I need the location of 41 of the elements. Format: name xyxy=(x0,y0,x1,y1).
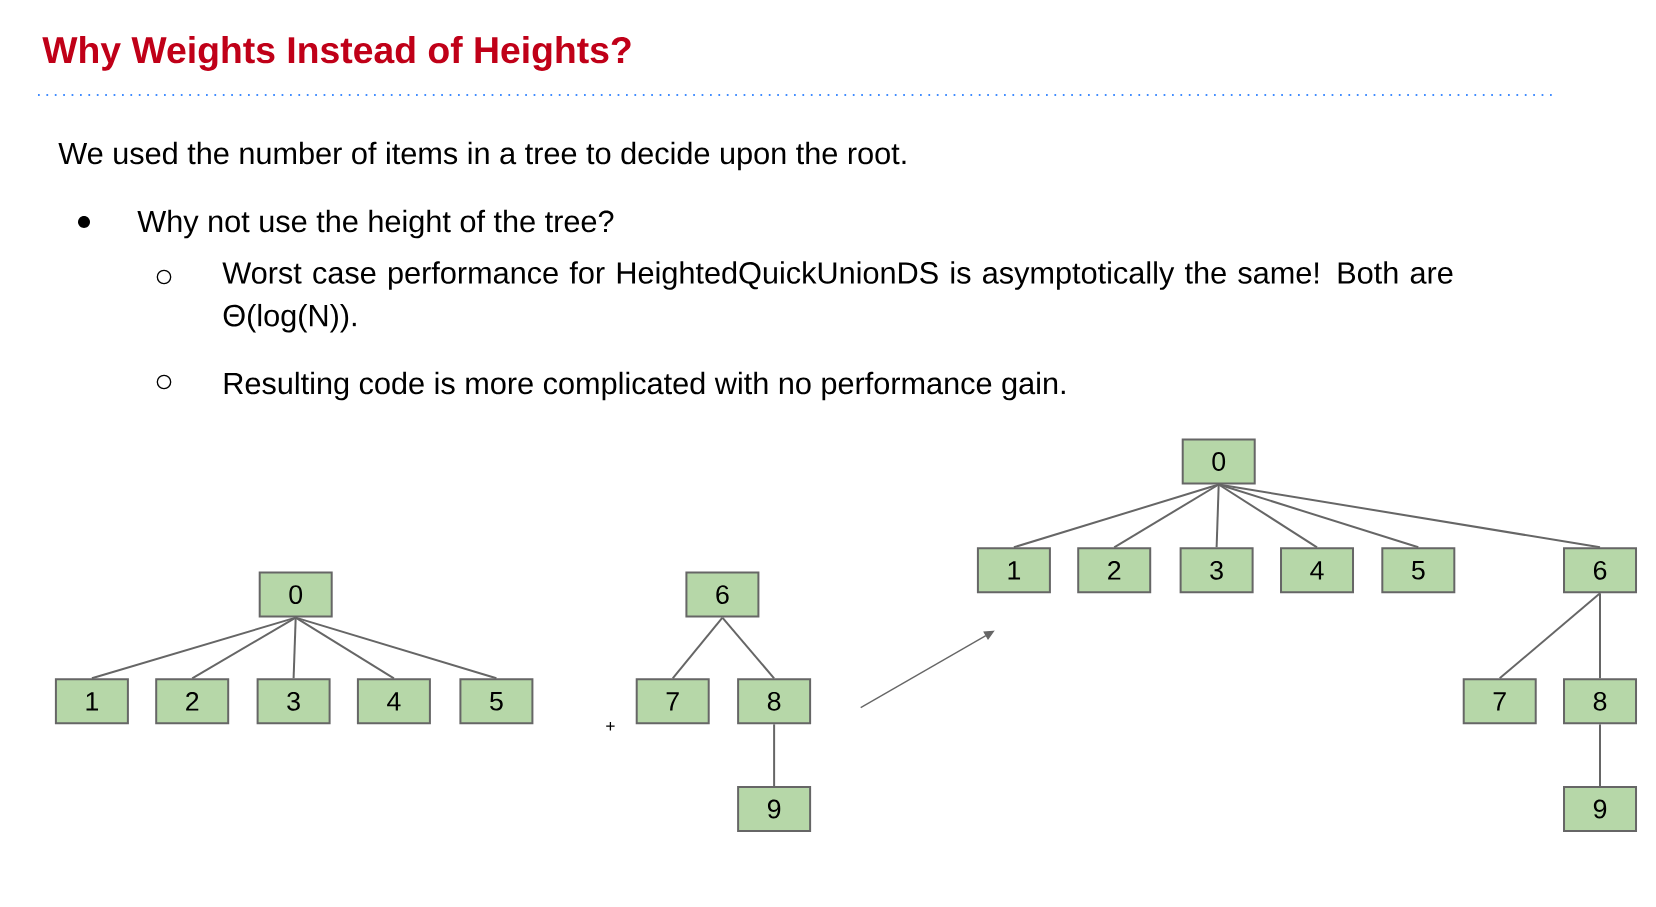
tree-edge xyxy=(292,616,297,680)
bullet-text: Resulting code is more complicated with no performance gain. xyxy=(224,371,1065,401)
tree-node-box: 0 xyxy=(258,571,333,618)
tree-node-box: 8 xyxy=(1563,678,1637,725)
tree-edge xyxy=(773,723,776,787)
tree-edge xyxy=(191,616,297,680)
tree-node-box: 5 xyxy=(459,678,534,725)
tree-edge xyxy=(1599,723,1601,787)
tree-node-box: 6 xyxy=(685,571,760,618)
tree-node-box: 9 xyxy=(737,786,812,832)
tree-edge xyxy=(1113,483,1220,549)
tree-node-box: 3 xyxy=(1179,547,1254,594)
tree-node-box: 3 xyxy=(256,678,331,725)
tree-node-box: 7 xyxy=(1462,678,1537,725)
tree-edge xyxy=(721,616,776,680)
tree-edge xyxy=(1012,483,1220,549)
tree-node-box: 9 xyxy=(1563,786,1637,832)
tree-node-box: 0 xyxy=(1181,438,1256,485)
tree-node-box: 8 xyxy=(737,678,812,725)
tree-node-box: 1 xyxy=(976,547,1051,594)
plus-sign: + xyxy=(606,721,615,731)
tree-edge xyxy=(1217,483,1318,549)
tree-node-box: 2 xyxy=(155,678,230,725)
tree-node-box: 1 xyxy=(54,678,129,725)
tree-edge xyxy=(294,616,498,680)
tree-node-box: 2 xyxy=(1077,547,1152,594)
tree-edge xyxy=(90,616,297,680)
slide-title: Why Weights Instead of Heights? xyxy=(42,35,631,71)
bullet-text: Why not use the height of the tree? xyxy=(137,209,614,239)
tree-node-box: 4 xyxy=(1280,547,1354,594)
tree-node-box: 7 xyxy=(635,678,710,725)
bullet-text: Worst case performance for HeightedQuickUnionDS is asymptotically the same! Both are Θ(log(N)). xyxy=(222,261,1453,333)
tree-node-box: 4 xyxy=(356,678,431,725)
body-text: We used the number of items in a tree to decide upon the root. xyxy=(58,141,906,171)
tree-edge xyxy=(1498,592,1601,680)
tree-edge xyxy=(1215,483,1220,549)
tree-edge xyxy=(294,616,395,680)
tree-node-box: 6 xyxy=(1563,547,1637,594)
tree-edge xyxy=(671,616,724,680)
tree-edge xyxy=(1599,592,1601,680)
tree-node-box: 5 xyxy=(1381,547,1456,594)
